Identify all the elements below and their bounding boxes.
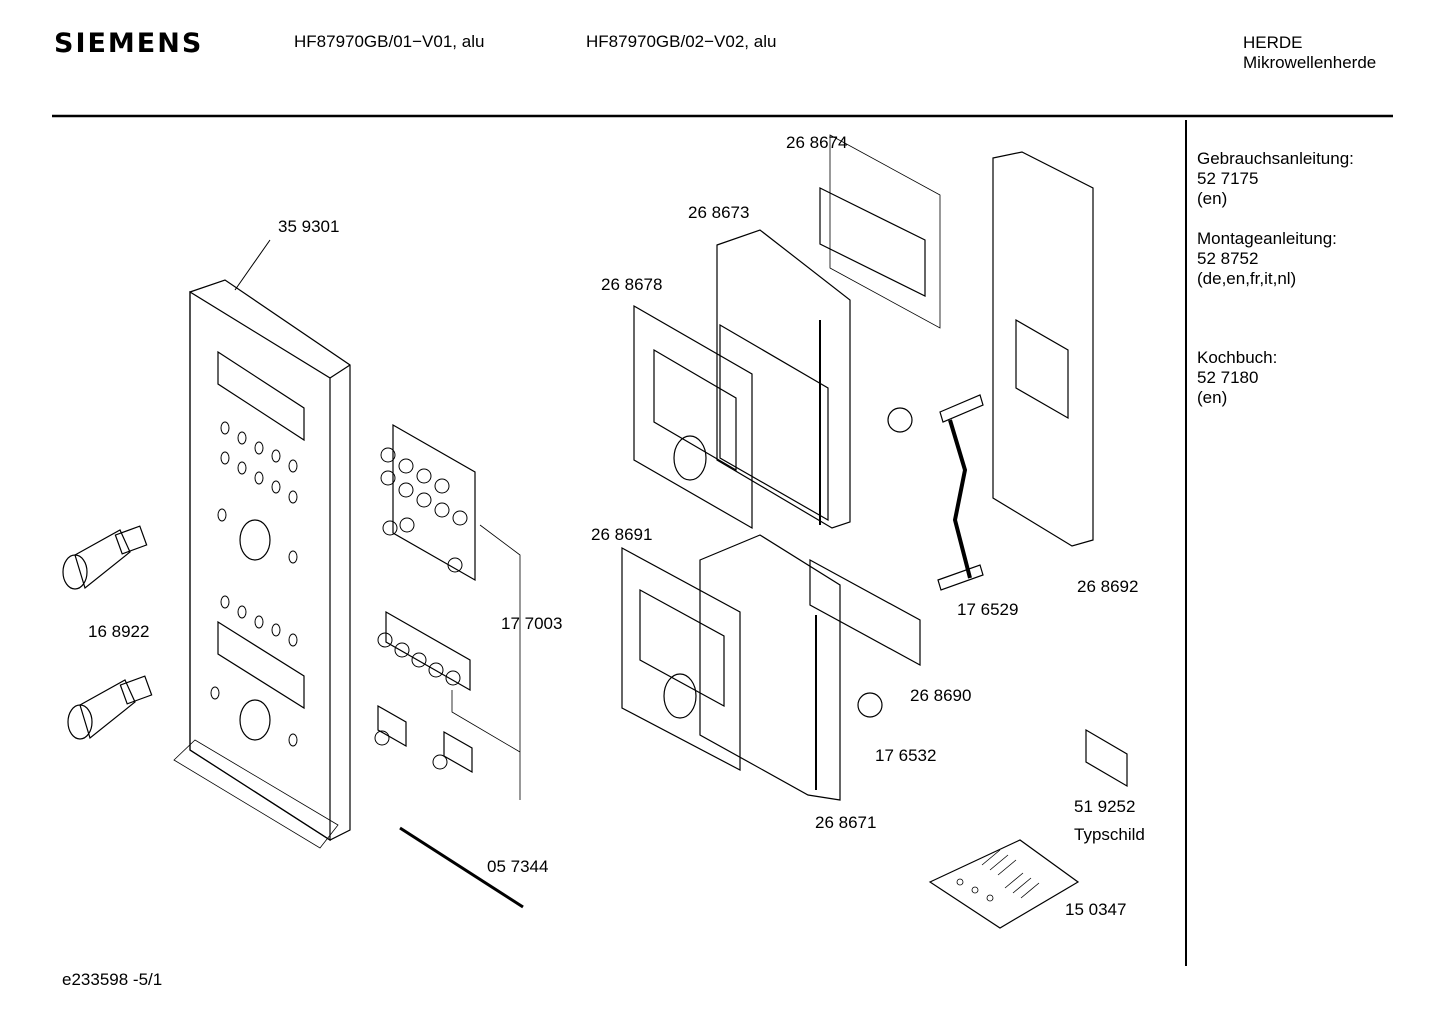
part-label-button-board: 17 7003 — [501, 614, 563, 633]
install-language: (de,en,fr,it,nl) — [1197, 269, 1297, 288]
model-variant-2: HF87970GB/02−V02, alu — [586, 32, 777, 51]
ribbon-cable-drawing — [937, 394, 984, 591]
knob-drawing — [62, 525, 153, 740]
part-label-display-frame-top: 26 8673 — [688, 203, 750, 222]
cookbook-number: 52 7180 — [1197, 368, 1259, 387]
button-board-drawing — [374, 423, 521, 800]
rod-drawing — [399, 826, 524, 909]
rating-plate-drawing — [1085, 728, 1128, 788]
part-label-display-cover-bottom: 26 8691 — [591, 525, 653, 544]
part-label-display-module: 26 8690 — [910, 686, 972, 705]
cookbook-info: Kochbuch: 52 7180 (en) — [1197, 348, 1277, 408]
part-label-screw-bag: 15 0347 — [1065, 900, 1127, 919]
document-id: e233598 -5/1 — [62, 970, 163, 989]
part-label-encoder: 17 6532 — [875, 746, 937, 765]
part-label-ribbon-cable: 17 6529 — [957, 600, 1019, 619]
part-label-display-frame-bottom: 26 8671 — [815, 813, 877, 832]
part-label-display-cover-top: 26 8678 — [601, 275, 663, 294]
part-label-mounting-plate: 26 8692 — [1077, 577, 1139, 596]
manual-info: Gebrauchsanleitung: 52 7175 (en) — [1197, 149, 1354, 209]
install-title: Montageanleitung: — [1197, 229, 1337, 248]
manual-title: Gebrauchsanleitung: — [1197, 149, 1354, 168]
screw-bag-drawing — [928, 839, 1080, 929]
mounting-plate-drawing — [992, 151, 1094, 547]
part-label-knob: 16 8922 — [88, 622, 150, 641]
part-label-rating-plate: 51 9252 — [1074, 797, 1136, 816]
cookbook-language: (en) — [1197, 388, 1228, 407]
manual-number: 52 7175 — [1197, 169, 1259, 188]
brand-logo: SIEMENS — [54, 28, 204, 59]
part-label-front-panel: 35 9301 — [278, 217, 340, 236]
install-number: 52 8752 — [1197, 249, 1259, 268]
install-info: Montageanleitung: 52 8752 (de,en,fr,it,n… — [1197, 229, 1337, 289]
product-category: HERDE — [1243, 33, 1303, 52]
part-label-display-connector: 26 8674 — [786, 133, 848, 152]
manual-language: (en) — [1197, 189, 1228, 208]
front-panel-drawing — [173, 239, 351, 849]
part-label-typschild: Typschild — [1074, 825, 1145, 844]
part-label-rod: 05 7344 — [487, 857, 549, 876]
product-subcategory: Mikrowellenherde — [1243, 53, 1377, 72]
display-module-drawing — [621, 134, 941, 801]
model-variant-1: HF87970GB/01−V01, alu — [294, 32, 485, 51]
cookbook-title: Kochbuch: — [1197, 348, 1278, 367]
